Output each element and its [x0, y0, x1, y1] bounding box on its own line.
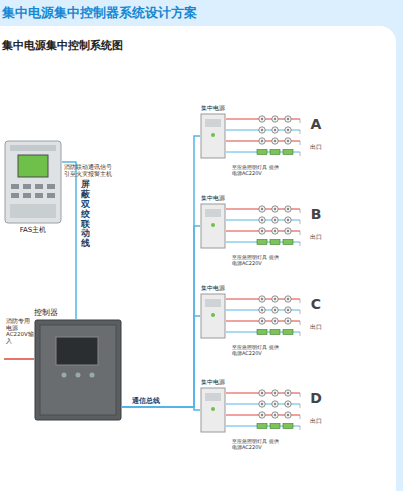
note-text: 至应急照明灯具 提供电源AC220V [232, 438, 280, 450]
diagram-caption: 集中电源集中控制系统图 [2, 38, 123, 53]
exit-label: 出口 [309, 418, 323, 425]
edge-label: 屏蔽双绞联动线 [81, 180, 90, 249]
edge-label: 通信总线 [132, 396, 160, 406]
node-label: 集中电源 [200, 105, 226, 112]
page-title: 集中电源集中控制器系统设计方案 [2, 4, 197, 22]
communication-bus [122, 226, 200, 407]
node-label: FAS主机 [4, 225, 62, 235]
power-input-wire [4, 358, 34, 360]
note-text: 至应急照明灯具 提供电源AC220V [232, 344, 280, 356]
power-box: 集中电源 [200, 104, 226, 159]
psu-drawing [200, 293, 226, 339]
communication-bus [122, 316, 200, 407]
fas-drawing [4, 140, 62, 224]
ctrl-drawing [34, 319, 122, 421]
exit-letter: C [309, 296, 323, 313]
note-text: 至应急照明灯具 提供电源AC220V [232, 254, 280, 266]
exit-label: 出口 [309, 234, 323, 241]
power-box: 集中电源 [200, 284, 226, 339]
power-box: 集中电源 [200, 194, 226, 249]
exit-letter: A [309, 116, 323, 133]
output-circuit [226, 116, 300, 156]
content-panel [0, 26, 396, 491]
output-circuit [226, 390, 300, 430]
power-box: 集中电源 [200, 378, 226, 433]
psu-drawing [200, 203, 226, 249]
output-circuit [226, 206, 300, 246]
psu-drawing [200, 387, 226, 433]
fas-host: FAS主机 [4, 140, 62, 236]
note-text: 至应急照明灯具 提供电源AC220V [232, 164, 280, 176]
communication-bus [122, 407, 200, 410]
exit-letter: D [309, 390, 323, 407]
node-label: 集中电源 [200, 285, 226, 292]
psu-drawing [200, 113, 226, 159]
node-label: 集中电源 [200, 379, 226, 386]
linkage-line [62, 162, 76, 319]
exit-label: 出口 [309, 144, 323, 151]
output-circuit [226, 296, 300, 336]
exit-letter: B [309, 206, 323, 223]
communication-bus [122, 136, 200, 407]
note-text: 消防联动通讯信号 引至火灾报警主机 [64, 164, 118, 177]
exit-label: 出口 [309, 324, 323, 331]
node-label: 集中电源 [200, 195, 226, 202]
note-text: 消防专用电源 AC220V输入 [6, 318, 34, 344]
node-label: 控制器 [34, 307, 122, 318]
controller-box: 控制器 [34, 306, 122, 421]
